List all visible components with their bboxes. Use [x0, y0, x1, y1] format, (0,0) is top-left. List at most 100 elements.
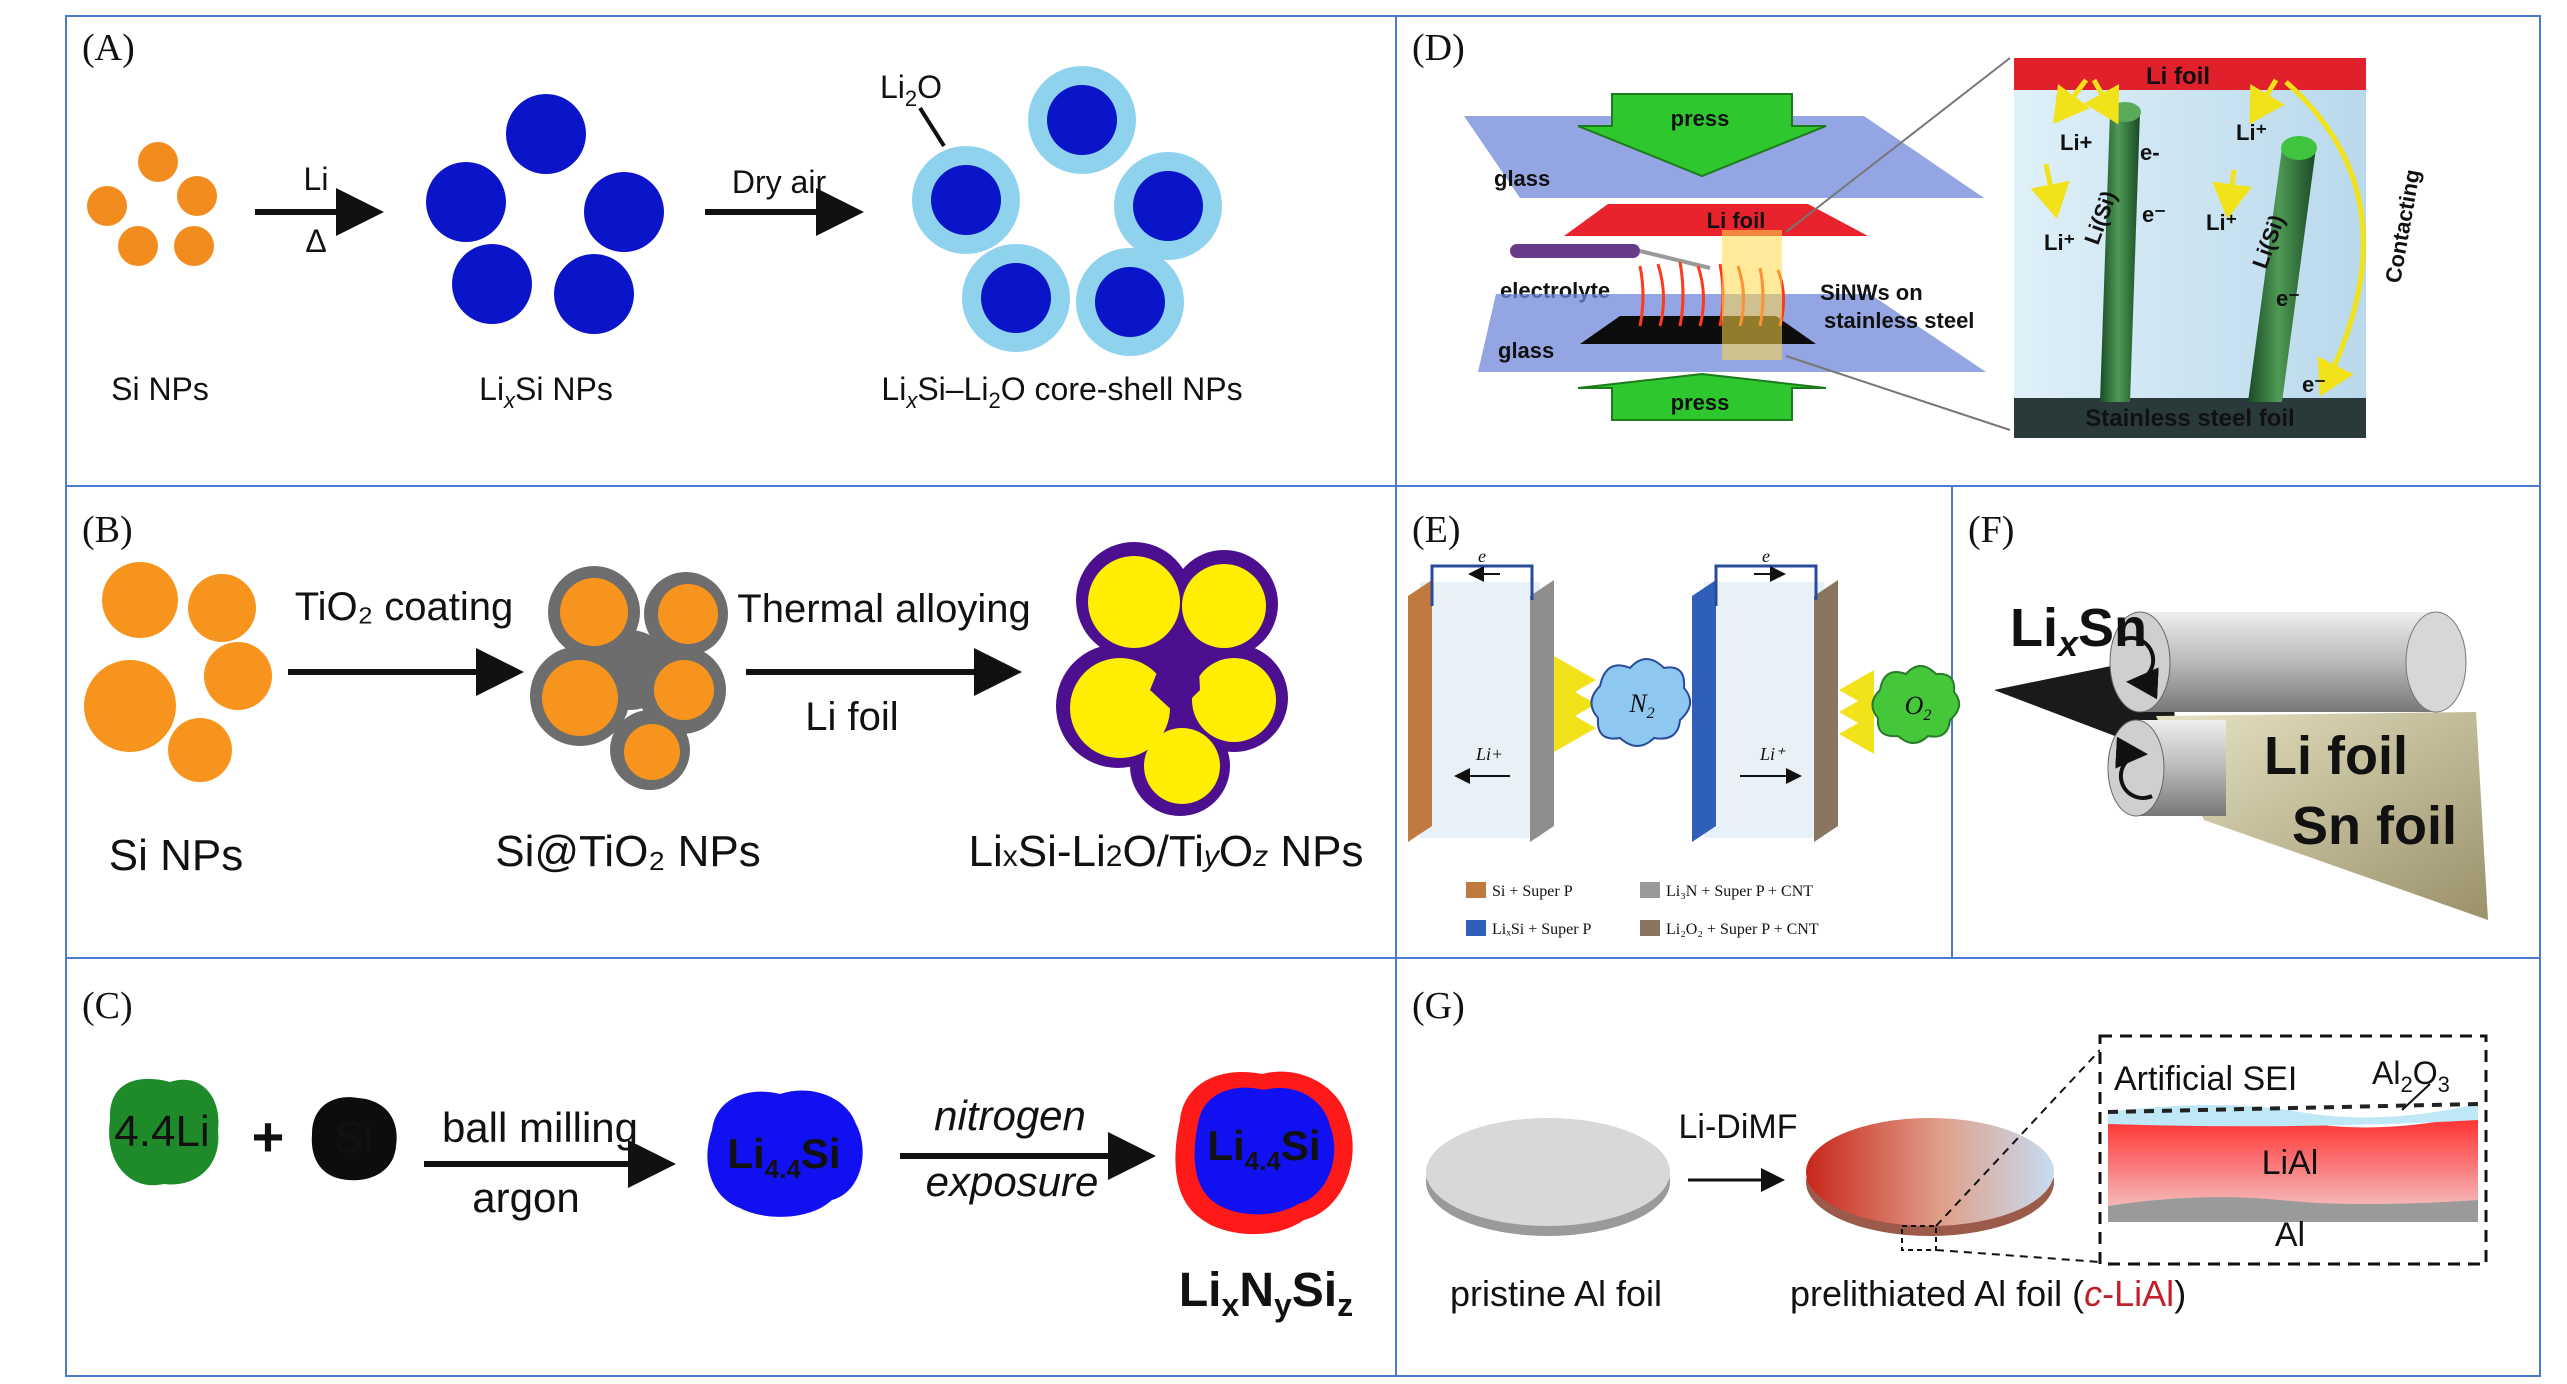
li2o-label: Li2O [880, 69, 942, 111]
legend-item-1: Si + Super P [1492, 883, 1573, 900]
e-cell1-e-label: e [1478, 546, 1486, 566]
arrow-li-label: Li [304, 161, 329, 197]
panel-b: (B) TiO₂ coating Thermal alloying Li foi… [82, 509, 1364, 880]
panel-d: (D) glass press Li foil electrolyte SiNW… [1412, 27, 2425, 438]
li-foil-label: Li foil [805, 695, 898, 739]
lixsi-composite-cluster [1056, 542, 1288, 816]
ball-milling-label: ball milling [442, 1104, 638, 1151]
d-li-foil-label: Li foil [1707, 208, 1766, 233]
caption-lixsi-nps: LixSi NPs [479, 371, 613, 413]
blob-li44si [707, 1090, 863, 1217]
e-cell1-li3n-electrode [1530, 580, 1554, 842]
press-top-label: press [1671, 106, 1730, 131]
lial-label: LiAl [2262, 1144, 2319, 1182]
e-minus-label: e- [2140, 140, 2160, 165]
zoom-line-bottom [1785, 355, 2011, 431]
e-o2-arrows [1839, 670, 1874, 754]
pristine-disc [1426, 1118, 1670, 1236]
panel-b-label: (B) [82, 509, 133, 551]
e-minus-label-3: e⁻ [2276, 286, 2300, 311]
panel-e-label: (E) [1412, 509, 1461, 551]
argon-label: argon [472, 1174, 579, 1221]
legend-swatch-1 [1466, 882, 1486, 898]
lixsi-nps-cluster [426, 94, 664, 334]
roller-bottom [2107, 719, 2226, 817]
o2-cloud [1871, 665, 1961, 744]
rotation-arrow-top [2121, 636, 2159, 700]
blob-4-4li [109, 1078, 219, 1186]
plus-sign: + [252, 1105, 285, 1168]
f-sn-foil-label: Sn foil [2292, 796, 2457, 856]
e-cell1-li-label: Li+ [1475, 744, 1503, 764]
f-li-foil-label: Li foil [2264, 726, 2408, 786]
si-nps-cluster [87, 142, 217, 266]
nanowire-2 [2248, 148, 2316, 402]
cell-steel-label: Stainless steel foil [2085, 405, 2294, 432]
glass-bottom-label: glass [1498, 338, 1554, 363]
sinws-label: SiNWs on [1820, 280, 1923, 305]
legend-item-2: LiₓSi + Super P [1492, 921, 1592, 938]
e-cell2-circuit [1714, 564, 1818, 606]
press-arrow-bottom [1577, 372, 1827, 421]
li-plus-label: Li+ [2060, 130, 2092, 155]
caption-si-nps-b: Si NPs [109, 831, 243, 880]
caption-prelithiated: prelithiated Al foil (c-LiAl) [1790, 1273, 2186, 1314]
legend-swatch-2 [1466, 920, 1486, 936]
cross-section-inset [2098, 1034, 2488, 1266]
li-dimf-label: Li-DiMF [1679, 1108, 1798, 1146]
glass-top-label: glass [1494, 166, 1550, 191]
al-label: Al [2275, 1216, 2305, 1254]
e-cell2-li2o2-electrode [1814, 580, 1838, 842]
legend-item-4: Li₂O₂ + Super P + CNT [1666, 921, 1819, 938]
panel-c: (C) 4.4Li + Si ball milling argon Li4.4S… [82, 985, 1353, 1323]
prelithiated-disc [1806, 1118, 2054, 1236]
e-cell2-lixsi-electrode [1692, 580, 1716, 842]
caption-si-tio2: Si@TiO₂ NPs [495, 827, 760, 876]
panel-f-label: (F) [1968, 509, 2014, 551]
n2-cloud [1590, 658, 1691, 747]
caption-pristine: pristine Al foil [1450, 1273, 1662, 1314]
e-minus-label-4: e⁻ [2302, 372, 2326, 397]
sinws-label-2: stainless steel [1824, 308, 1974, 333]
dropper [1510, 244, 1640, 258]
blob-si [311, 1097, 397, 1181]
cell-steel [2014, 398, 2366, 438]
li-plus-label-3: Li⁺ [2236, 120, 2267, 145]
panel-f: (F) LixSn Li foil Sn foil [1968, 509, 2488, 920]
e-cell1-si-electrode [1408, 580, 1432, 842]
nanowire-1 [2100, 112, 2140, 402]
zoom-line-top [1785, 57, 2011, 233]
e-legend: Si + Super P LiₓSi + Super P Li₃N + Supe… [1466, 882, 1819, 938]
nitrogen-label: nitrogen [934, 1092, 1086, 1139]
thermal-alloying-label: Thermal alloying [737, 587, 1030, 631]
press-bottom-label: press [1671, 390, 1730, 415]
li-plus-label-2: Li⁺ [2044, 230, 2075, 255]
tio2-coating-label: TiO₂ coating [295, 585, 514, 629]
zoom-line-g2 [1935, 1249, 2101, 1263]
blob-nitrided-core [1194, 1087, 1335, 1215]
caption-si-nps: Si NPs [111, 371, 209, 407]
caption-core-shell: LixSi–Li2O core-shell NPs [881, 371, 1242, 413]
li-flow-arrows [2030, 78, 2366, 397]
panel-a-label: (A) [82, 27, 135, 69]
lixsn-label: LixSn [2010, 598, 2147, 664]
core-shell-cluster [912, 66, 1222, 356]
press-arrow-top [1577, 93, 1827, 178]
legend-item-3: Li₃N + Super P + CNT [1666, 883, 1813, 900]
panel-d-label: (D) [1412, 27, 1465, 69]
si-tio2-cluster [530, 566, 728, 790]
blob-4-4li-label: 4.4Li [114, 1107, 209, 1156]
arrow-delta-label: Δ [305, 223, 326, 259]
li2o-pointer [918, 106, 946, 148]
legend-swatch-3 [1640, 882, 1660, 898]
blob-si-label: Si [334, 1113, 373, 1162]
legend-swatch-4 [1640, 920, 1660, 936]
roller-top [2109, 611, 2467, 713]
foil-sheets [2156, 712, 2488, 920]
exposure-label: exposure [926, 1158, 1099, 1205]
li-plus-label-4: Li⁺ [2206, 210, 2237, 235]
panel-g-label: (G) [1412, 985, 1465, 1027]
nanowire-2-tip [2281, 136, 2317, 160]
e-cell2-bg [1704, 582, 1824, 838]
